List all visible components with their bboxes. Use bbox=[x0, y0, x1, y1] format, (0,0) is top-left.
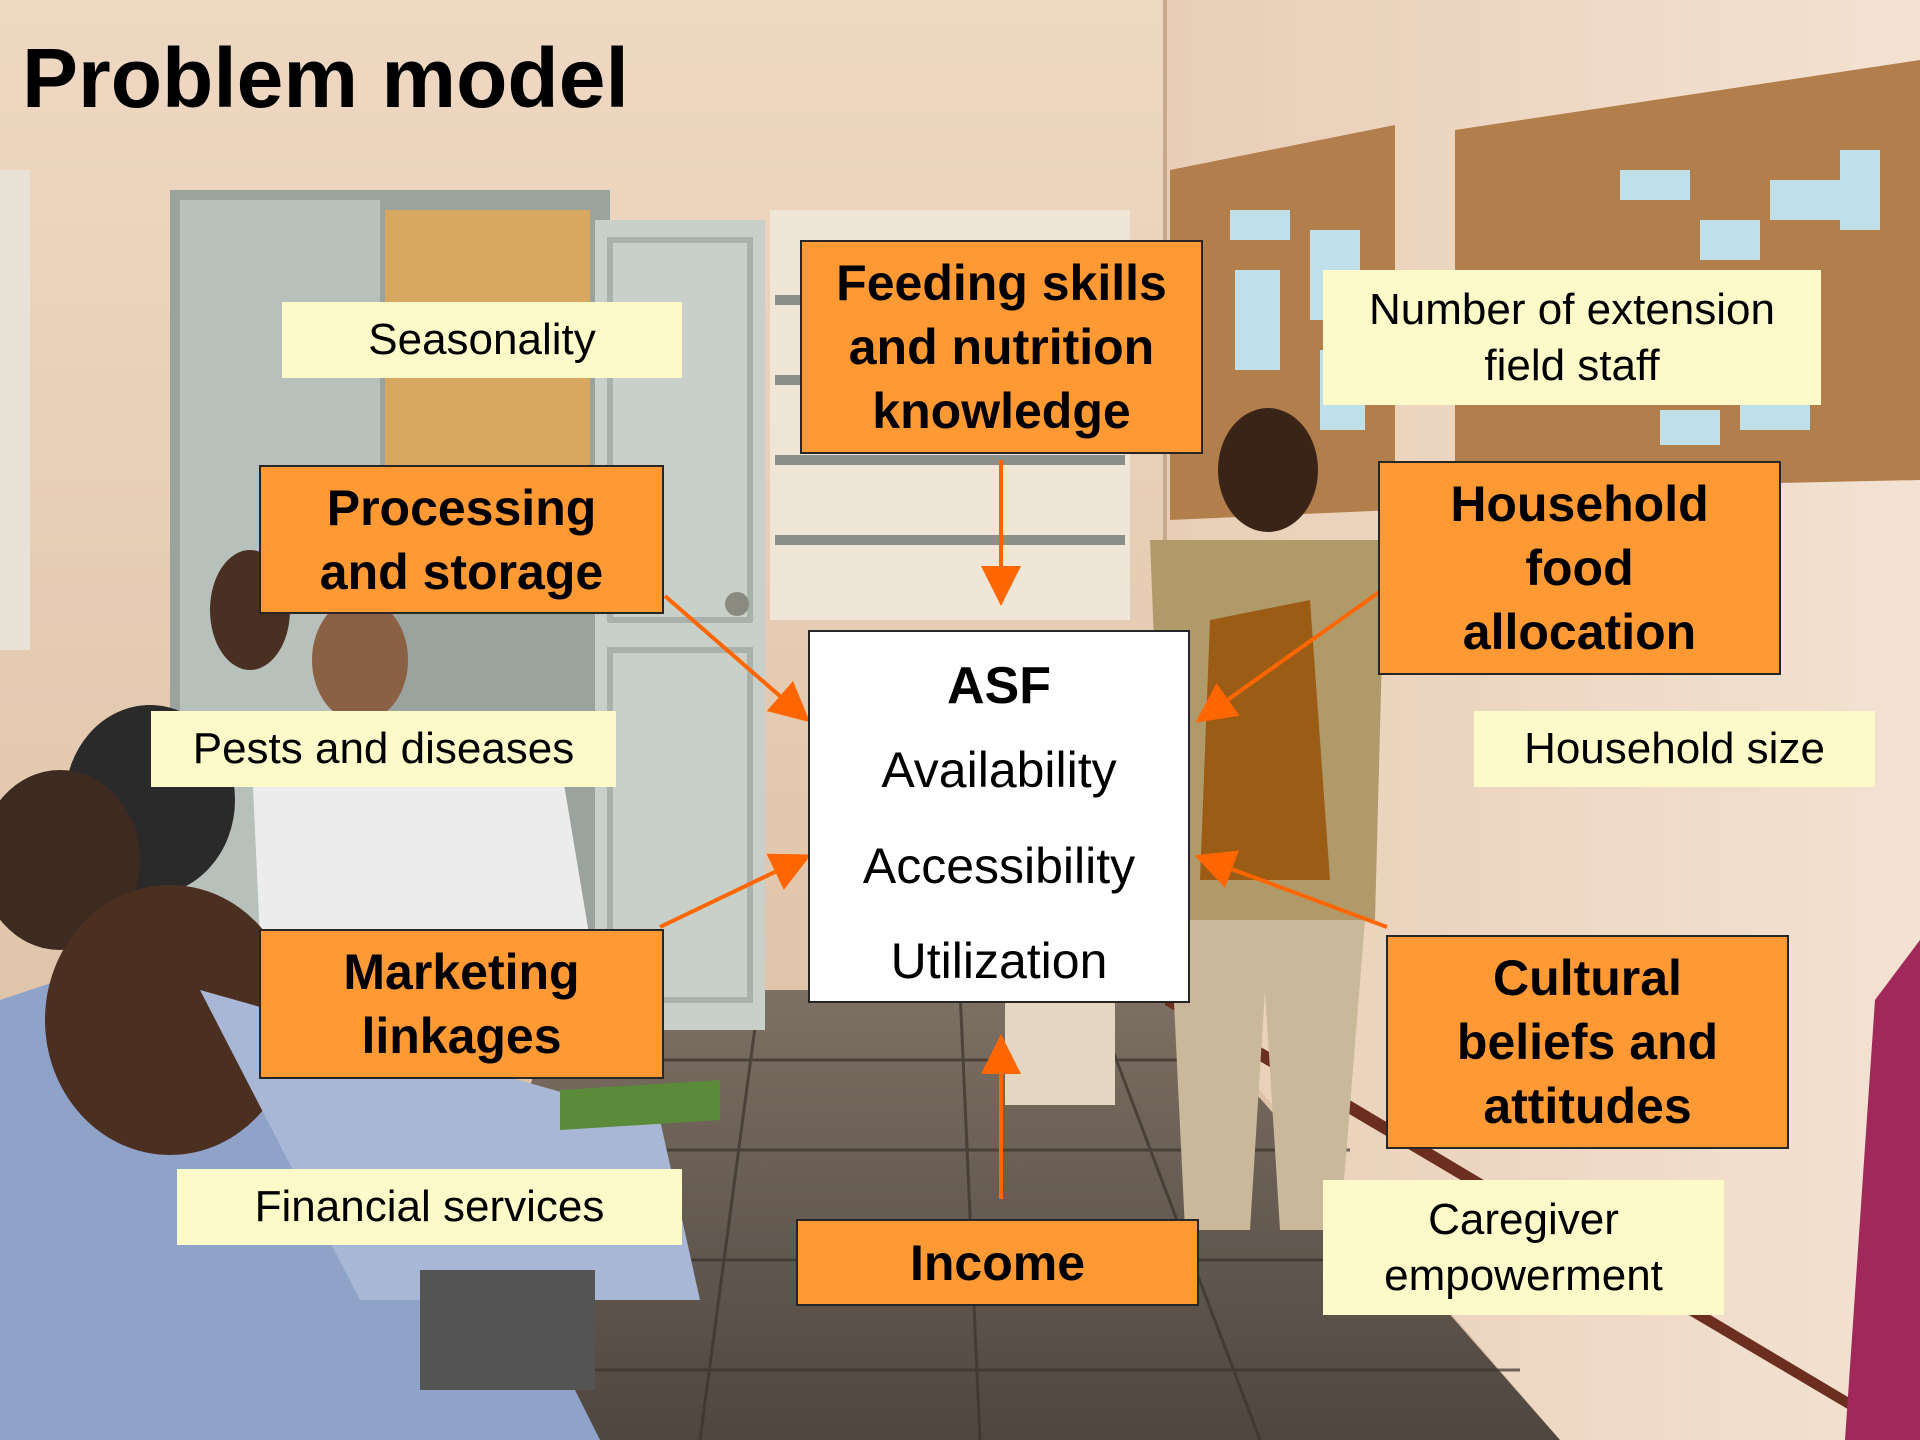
factor-caregiver-empowerment: Caregiver empowerment bbox=[1323, 1180, 1724, 1315]
driver-household-food-allocation: Household food allocation bbox=[1378, 461, 1781, 675]
factor-label: Household size bbox=[1524, 724, 1825, 773]
driver-cultural-beliefs: Cultural beliefs and attitudes bbox=[1386, 935, 1789, 1149]
factor-seasonality: Seasonality bbox=[282, 302, 682, 378]
driver-income: Income bbox=[796, 1219, 1199, 1306]
driver-label: Income bbox=[909, 1234, 1086, 1291]
factor-label: Seasonality bbox=[368, 315, 596, 364]
asf-accessibility: Accessibility bbox=[862, 838, 1136, 894]
slide-title: Problem model bbox=[22, 31, 629, 125]
driver-label: Feeding skills and nutrition knowledge bbox=[836, 255, 1167, 439]
factor-extension-staff: Number of extension field staff bbox=[1323, 270, 1821, 405]
factor-household-size: Household size bbox=[1474, 711, 1875, 787]
arrow-processing-to-asf bbox=[663, 594, 811, 723]
asf-heading: ASF bbox=[947, 657, 1051, 715]
arrow-household-food-to-asf bbox=[1195, 586, 1387, 723]
driver-label: Cultural beliefs and attitudes bbox=[1456, 950, 1719, 1134]
factor-pests-diseases: Pests and diseases bbox=[151, 711, 616, 787]
driver-label: Household food allocation bbox=[1450, 476, 1709, 660]
driver-feeding-skills: Feeding skills and nutrition knowledge bbox=[800, 240, 1203, 454]
driver-label: Processing and storage bbox=[319, 479, 604, 600]
factor-financial-services: Financial services bbox=[177, 1169, 682, 1245]
factor-label: Pests and diseases bbox=[192, 724, 575, 773]
asf-utilization: Utilization bbox=[890, 933, 1108, 989]
driver-label: Marketing linkages bbox=[343, 944, 580, 1064]
factor-label: Caregiver empowerment bbox=[1384, 1194, 1663, 1300]
asf-availability: Availability bbox=[881, 742, 1117, 798]
asf-central-box: ASF Availability Accessibility Utilizati… bbox=[808, 630, 1190, 1003]
driver-marketing-linkages: Marketing linkages bbox=[259, 929, 664, 1079]
arrow-marketing-to-asf bbox=[659, 853, 812, 929]
driver-processing-storage: Processing and storage bbox=[259, 465, 664, 614]
factor-label: Financial services bbox=[254, 1182, 605, 1231]
factor-label: Number of extension field staff bbox=[1369, 284, 1775, 390]
arrow-cultural-to-asf bbox=[1194, 850, 1388, 929]
